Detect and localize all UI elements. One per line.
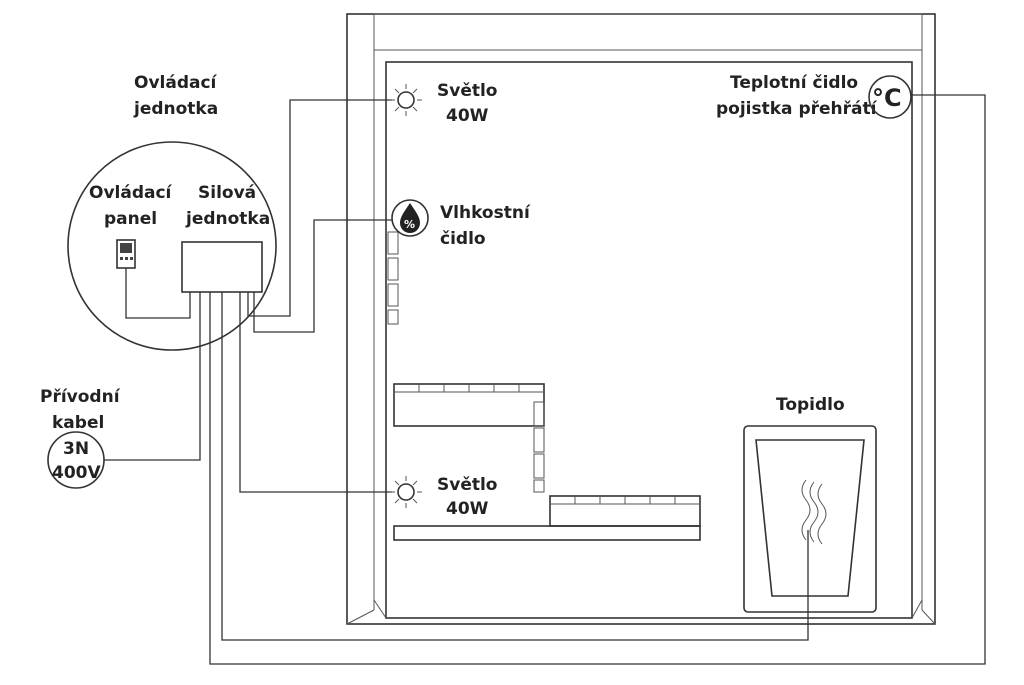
control-unit-circle xyxy=(67,141,277,351)
power-unit-label-line1: Silová xyxy=(198,183,256,203)
power-unit-box xyxy=(181,241,263,293)
supply-cable-label-line1: Přívodní xyxy=(40,387,121,407)
temp-sensor-label-line1: Teplotní čidlo xyxy=(730,73,858,93)
humidity-sensor-label-line2: čidlo xyxy=(440,229,486,249)
heater-icon xyxy=(743,425,877,613)
light-bottom-label-line1: Světlo xyxy=(437,475,498,495)
temp-symbol: °C xyxy=(872,84,902,112)
heater-label: Topidlo xyxy=(776,395,845,415)
temp-sensor-label-line2: pojistka přehřátí xyxy=(716,99,878,119)
control-unit-label-line2: jednotka xyxy=(133,99,218,119)
light-icon-top xyxy=(390,84,422,116)
upper-bench xyxy=(393,383,545,493)
backrest-slats-upper xyxy=(387,231,399,325)
light-top-label-line2: 40W xyxy=(446,106,489,126)
lower-bench xyxy=(393,495,701,541)
wiring xyxy=(104,94,986,665)
supply-cable-label-line2: kabel xyxy=(52,413,104,433)
light-top-label-line1: Světlo xyxy=(437,81,498,101)
control-panel-label-line2: panel xyxy=(104,209,157,229)
light-icon-bottom xyxy=(390,476,422,508)
humidity-sensor-label-line1: Vlhkostní xyxy=(440,203,531,223)
supply-voltage-line2: 400V xyxy=(52,463,101,483)
control-unit-label-line1: Ovládací xyxy=(134,73,218,93)
temperature-sensor-icon: °C xyxy=(868,75,912,119)
supply-voltage-line1: 3N xyxy=(63,439,89,459)
light-bottom-label-line2: 40W xyxy=(446,499,489,519)
control-panel-icon xyxy=(116,239,136,269)
humidity-sensor-icon: % xyxy=(391,199,429,237)
sauna-room xyxy=(346,13,936,625)
power-unit-label-line2: jednotka xyxy=(185,209,270,229)
humidity-symbol: % xyxy=(404,218,415,231)
control-panel-label-line1: Ovládací xyxy=(89,183,173,203)
